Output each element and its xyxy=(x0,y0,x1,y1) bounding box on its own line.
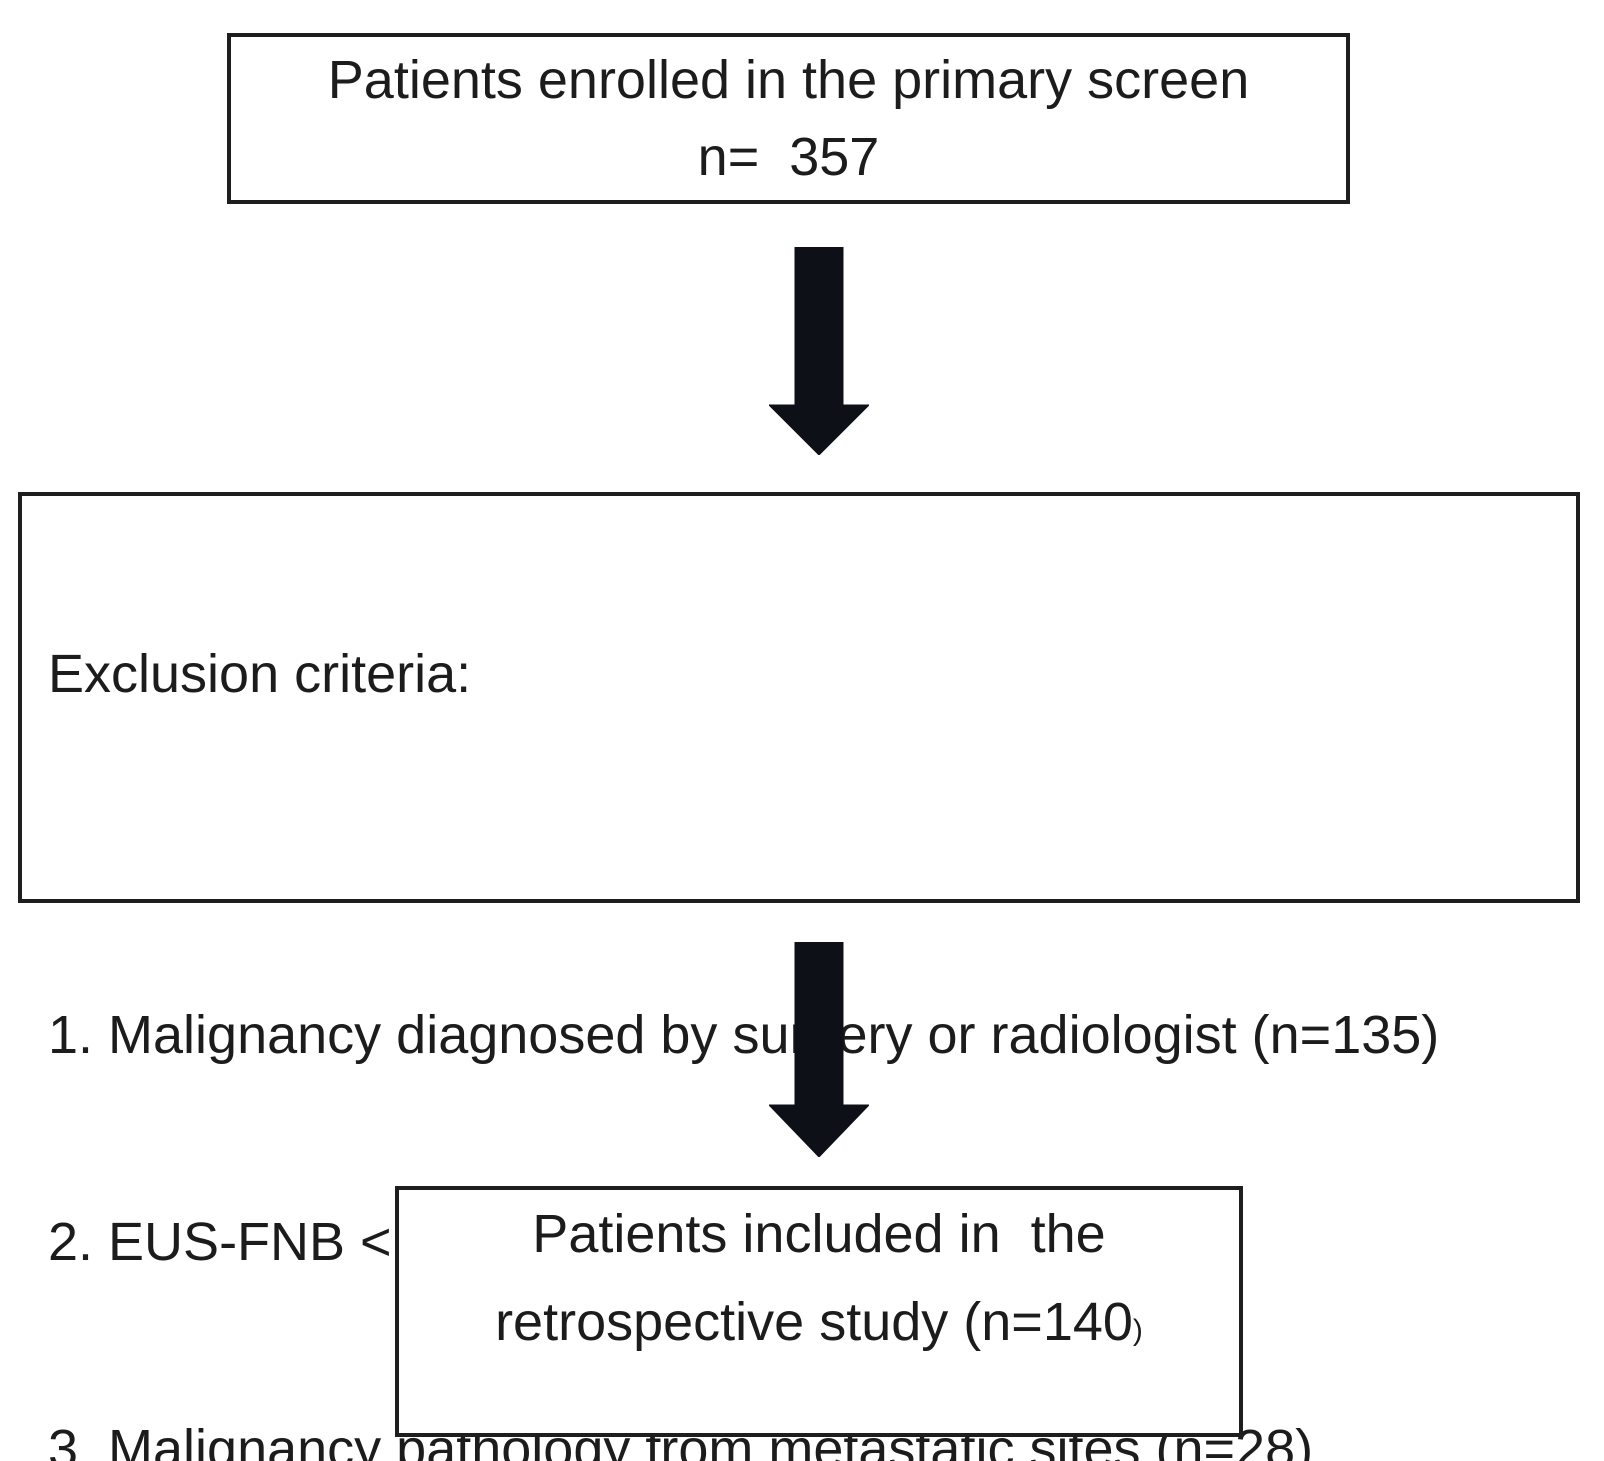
included-box-count: retrospective study (n=140 xyxy=(495,1292,1133,1352)
included-box-line1: Patients included in the xyxy=(532,1204,1106,1264)
down-arrow-icon xyxy=(769,942,869,1157)
exclusion-box: Exclusion criteria: 1. Malignancy diagno… xyxy=(18,492,1580,1461)
down-arrow-icon xyxy=(769,247,869,455)
included-box-line2: retrospective study (n=140) xyxy=(495,1278,1143,1375)
exclusion-heading: Exclusion criteria: xyxy=(48,644,472,704)
enrolled-box: Patients enrolled in the primary screen … xyxy=(227,33,1350,204)
included-box: Patients included in the retrospective s… xyxy=(395,1186,1243,1437)
enrolled-box-count: n= 357 xyxy=(697,126,880,187)
enrolled-box-line1: Patients enrolled in the primary screen xyxy=(327,49,1250,110)
included-box-small-paren: ) xyxy=(1132,1314,1143,1347)
